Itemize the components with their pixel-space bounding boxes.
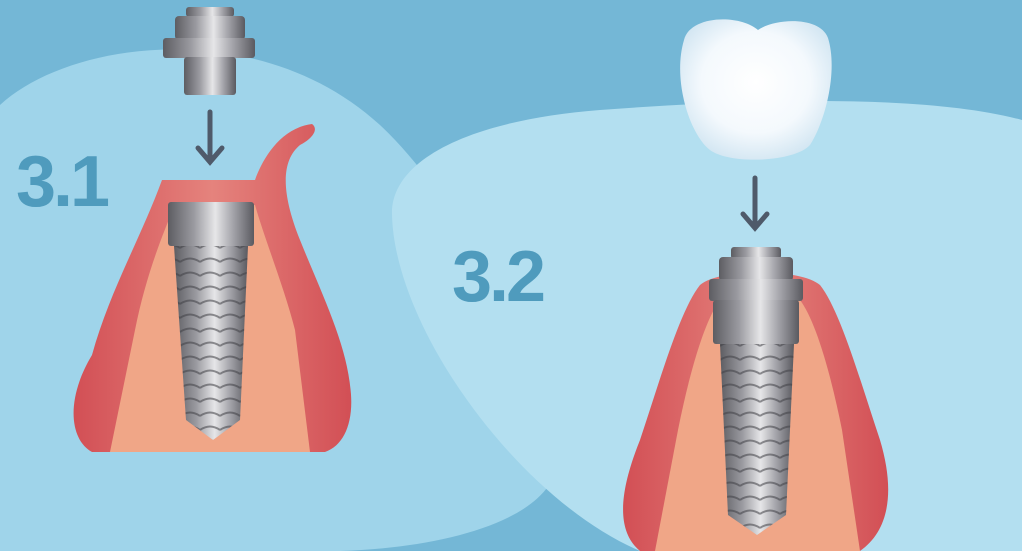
crown-piece	[680, 19, 832, 159]
step-label-3-1: 3.1	[16, 146, 107, 218]
step-label-3-2: 3.2	[452, 241, 543, 313]
